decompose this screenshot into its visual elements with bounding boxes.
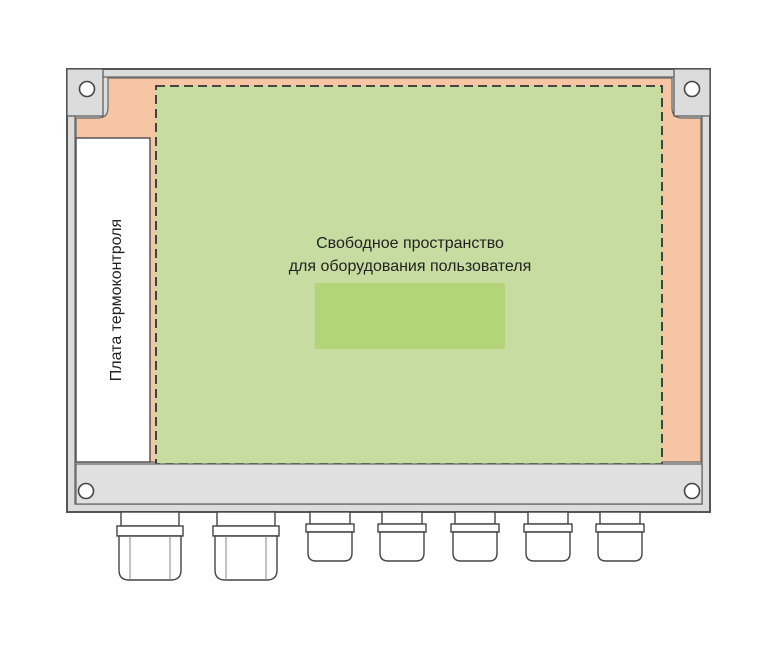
free-space-zone xyxy=(155,85,663,465)
cable-gland-small-2 xyxy=(377,511,427,562)
cable-gland-icon xyxy=(216,511,276,527)
free-space-label-line1: Свободное пространство xyxy=(316,235,504,252)
mounting-hole-top-left xyxy=(66,68,104,117)
cable-gland-small-1 xyxy=(305,511,355,562)
cable-gland-large-1 xyxy=(116,511,184,581)
mounting-hole-icon xyxy=(78,80,96,98)
cable-gland-icon xyxy=(120,511,180,527)
cable-gland-icon xyxy=(381,511,423,525)
thermocontrol-board xyxy=(75,137,151,463)
mounting-hole-bottom-right xyxy=(683,482,701,500)
mounting-hole-bottom-left xyxy=(77,482,95,500)
cable-gland-icon xyxy=(527,511,569,525)
mounting-hole-icon xyxy=(683,482,701,500)
bottom-rail xyxy=(75,463,703,505)
cable-gland-small-4 xyxy=(523,511,573,562)
mounting-hole-top-right xyxy=(673,68,711,117)
cable-gland-large-2 xyxy=(212,511,280,581)
board-label: Плата термоконтроля xyxy=(108,219,125,381)
mounting-hole-icon xyxy=(683,80,701,98)
cable-gland-icon xyxy=(599,511,641,525)
free-space-highlight xyxy=(315,283,505,349)
free-space-label-line2: для оборудования пользователя xyxy=(289,258,532,275)
mounting-hole-icon xyxy=(77,482,95,500)
cable-gland-icon xyxy=(309,511,351,525)
cable-gland-small-5 xyxy=(595,511,645,562)
cable-gland-icon xyxy=(454,511,496,525)
cable-gland-small-3 xyxy=(450,511,500,562)
